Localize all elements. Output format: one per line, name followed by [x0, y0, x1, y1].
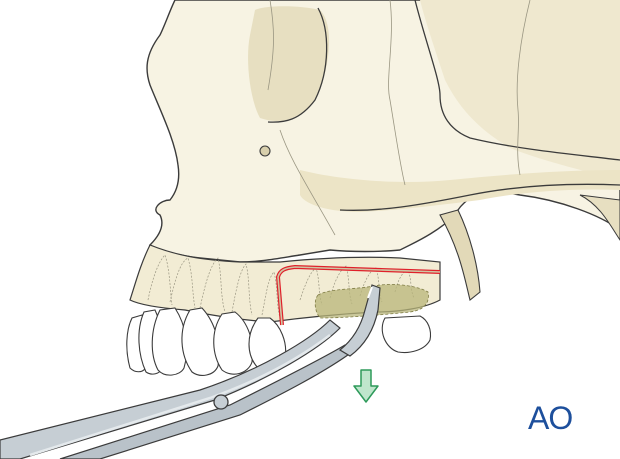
- suture-lines: [267, 0, 531, 236]
- forceps-tip: [338, 284, 381, 357]
- pterygoid-plate: [439, 209, 481, 301]
- forceps-hinge: [213, 394, 229, 410]
- tooth-molar: [381, 315, 432, 354]
- forceps: [0, 284, 381, 459]
- orbit-shadow: [248, 6, 330, 121]
- temporal-shading: [420, 0, 620, 180]
- tooth: [213, 311, 254, 375]
- zygomatic-arch: [300, 170, 620, 212]
- forceps-highlight: [29, 334, 331, 457]
- forceps-arm-upper: [0, 319, 341, 459]
- osteotomy-line-inner: [277, 266, 441, 326]
- tooth: [181, 307, 220, 376]
- infraorbital-foramen: [259, 145, 271, 157]
- forceps-tip-highlight: [367, 286, 373, 299]
- ao-logo: AO: [528, 400, 573, 436]
- ao-logo-text: AO: [528, 400, 573, 436]
- zygomatic-edge: [339, 183, 620, 211]
- teeth: [126, 307, 432, 376]
- downward-arrow: [353, 369, 379, 403]
- mandible-hint: [579, 194, 620, 241]
- temporal-line: [414, 0, 620, 161]
- orbit-outline: [267, 7, 328, 123]
